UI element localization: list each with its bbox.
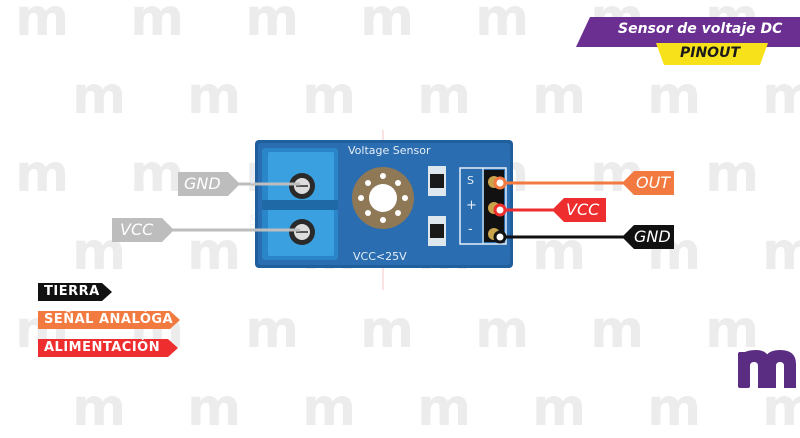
watermark-mark: m	[705, 144, 760, 204]
tag-right-gnd	[622, 225, 674, 249]
title-banner	[576, 17, 800, 47]
tag-right-vcc	[552, 198, 606, 222]
watermark-mark: m	[360, 0, 415, 48]
watermark-mark: m	[417, 66, 472, 126]
watermark-mark: m	[762, 222, 800, 282]
pin-dot-out	[493, 176, 507, 190]
voltage-sensor-module	[38, 130, 796, 388]
silk-pin-minus: -	[468, 222, 473, 237]
board-rating: VCC<25V	[353, 250, 407, 263]
watermark-mark: m	[475, 0, 530, 48]
watermark-mark: m	[360, 300, 415, 360]
watermark-mark: m	[705, 300, 760, 360]
watermark-mark: m	[15, 0, 70, 48]
watermark-mark: m	[130, 0, 185, 48]
watermark-mark: m	[245, 300, 300, 360]
watermark-mark: m	[245, 0, 300, 48]
watermark-mark: m	[130, 144, 185, 204]
board-name: Voltage Sensor	[348, 144, 431, 157]
label-left-gnd: GND	[184, 174, 221, 193]
watermark-mark: m	[187, 66, 242, 126]
legend-tag-alimentacion	[38, 339, 178, 357]
legend-label-senal: SEÑAL ANALÓGA	[44, 312, 174, 327]
pinout-banner	[656, 43, 768, 65]
silk-pin-plus: +	[466, 198, 477, 213]
label-right-vcc: VCC	[566, 200, 600, 219]
silk-pin-s: S	[467, 174, 474, 187]
diagram-title: Sensor de voltaje DC	[618, 21, 783, 37]
legend-label-tierra: TIERRA	[44, 284, 100, 299]
pin-dot-vcc	[493, 203, 507, 217]
watermark-mark: m	[647, 66, 702, 126]
legend-tag-tierra	[38, 283, 112, 301]
watermark-mark: m	[15, 144, 70, 204]
tag-right-out	[622, 171, 674, 195]
silk-left-top: GND	[248, 168, 256, 185]
legend-tag-senal	[38, 311, 180, 329]
label-right-out: OUT	[636, 173, 671, 192]
label-right-gnd: GND	[634, 227, 671, 246]
watermark-mark: m	[302, 66, 357, 126]
watermark-mark: m	[532, 66, 587, 126]
tag-left-vcc	[112, 218, 174, 242]
diagram-subtitle: PINOUT	[680, 45, 741, 61]
label-left-vcc: VCC	[120, 220, 154, 239]
watermark-mark: m	[590, 300, 645, 360]
watermark-mark: m	[762, 66, 800, 126]
watermark-mark: m	[475, 300, 530, 360]
watermark-mark: m	[187, 222, 242, 282]
watermark-mark: m	[72, 66, 127, 126]
silk-left-bottom: VCC	[248, 214, 256, 229]
legend-label-alimentacion: ALIMENTACIÓN	[44, 340, 161, 355]
tag-left-gnd	[178, 172, 240, 196]
watermark-mark: m	[532, 222, 587, 282]
pin-dot-gnd	[493, 230, 507, 244]
brand-logo	[738, 350, 796, 388]
